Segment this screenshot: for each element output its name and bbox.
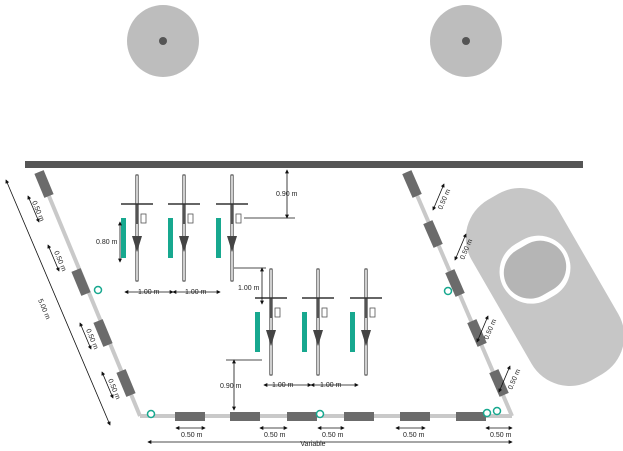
bollard-icon [492,406,502,416]
bollard-icon [315,409,325,419]
bollard-icon [443,286,453,296]
car-icon [465,188,623,386]
barrier [116,369,136,397]
top-wall [25,161,583,168]
bollard-icon [146,409,156,419]
dim-clearance-top: 0.90 m [276,191,298,198]
dim-bottom-gap: 0.50 m [181,432,203,439]
dim-slant-length: 5.00 m [36,298,51,321]
barrier [34,170,54,198]
barrier [489,369,509,397]
dim-clearance-bottom: 0.90 m [220,383,242,390]
dim-bottom-gap: 0.50 m [403,432,425,439]
bollard-icon [482,408,492,418]
dim-bottom-gap: 0.50 m [322,432,344,439]
dim-variable: Variable [300,441,325,448]
dim-left-gap: 0.50 m [106,378,121,401]
dim-right-gap: 0.50 m [437,188,452,211]
barrier [402,170,422,198]
dim-spacing-1m: 1.00 m [320,382,342,389]
barrier [71,268,91,296]
dim-spacing-1m: 1.00 m [272,382,294,389]
dim-spacing-1m: 1.00 m [138,289,160,296]
dim-right-gap: 0.50 m [507,368,522,391]
barrier [175,412,205,421]
dim-bottom-gap: 0.50 m [490,432,512,439]
barrier [230,412,260,421]
bicycle-icon [168,174,200,282]
tree-icon [127,5,199,77]
dim-bike-width: 0.80 m [96,239,118,246]
dim-bottom-gap: 0.50 m [264,432,286,439]
dimension-labels: 1.00 m 1.00 m 1.00 m 1.00 m 0.80 m 0.90 … [30,188,522,448]
bollards [93,285,502,419]
dim-spacing-vertical: 1.00 m [238,285,260,292]
bottom-barriers [175,412,486,421]
barrier [445,269,465,297]
bicycle-icon [302,268,334,376]
barrier [456,412,486,421]
dim-left-gap: 0.50 m [52,250,67,273]
bicycle-icon [255,268,287,376]
tree-icon [430,5,502,77]
bollard-icon [93,285,103,295]
barrier [423,220,443,248]
bicycles [121,174,382,376]
dim-left-gap: 0.50 m [30,200,45,223]
barrier [344,412,374,421]
barrier [467,319,487,347]
dimension-lines [5,169,513,444]
bicycle-icon [121,174,153,282]
barrier [400,412,430,421]
barrier [287,412,317,421]
bicycle-icon [350,268,382,376]
dim-left-gap: 0.50 m [84,328,99,351]
dim-spacing-1m: 1.00 m [185,289,207,296]
bicycle-icon [216,174,248,282]
